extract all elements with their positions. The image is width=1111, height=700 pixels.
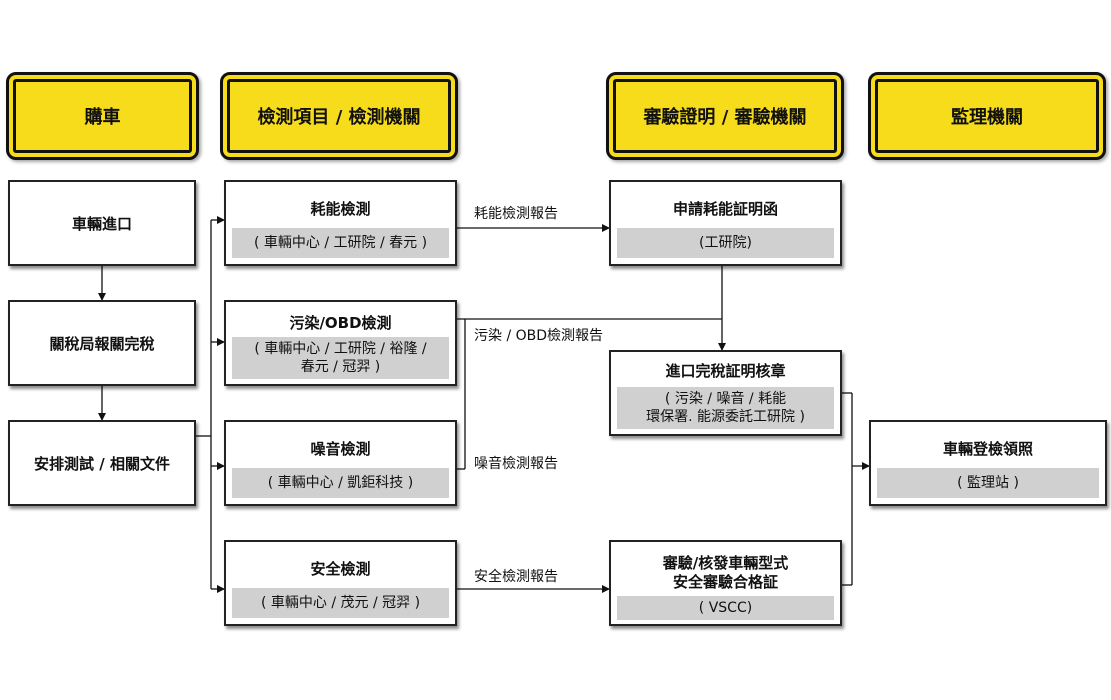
test-safety: 安全檢測 ( 車輛中心 / 茂元 / 冠羿 ) bbox=[224, 540, 457, 626]
step-vehicle-import: 車輛進口 bbox=[8, 180, 196, 266]
step-arrange-tests: 安排測試 / 相關文件 bbox=[8, 420, 196, 506]
step-customs-tax: 關稅局報關完稅 bbox=[8, 300, 196, 386]
label-pollution-report: 污染 / OBD檢測報告 bbox=[474, 328, 604, 344]
test-noise-agencies: ( 車輛中心 / 凱鉅科技 ) bbox=[232, 468, 449, 498]
test-pollution-agencies-line2: 春元 / 冠羿 ) bbox=[300, 359, 381, 375]
registration-license: 車輛登檢領照 ( 監理站 ) bbox=[869, 420, 1107, 506]
header-certification-label: 審驗證明 / 審驗機關 bbox=[613, 79, 837, 153]
cert-vscc-title-line2: 安全審驗合格証 bbox=[672, 573, 778, 591]
test-noise: 噪音檢測 ( 車輛中心 / 凱鉅科技 ) bbox=[224, 420, 457, 506]
cert-import-tax: 進口完稅証明核章 ( 污染 / 噪音 / 耗能 環保署. 能源委託工研院 ) bbox=[609, 350, 842, 436]
cert-vscc-title-line1: 審驗/核發車輛型式 bbox=[662, 554, 789, 572]
test-pollution: 污染/OBD檢測 ( 車輛中心 / 工研院 / 裕隆 / 春元 / 冠羿 ) bbox=[224, 300, 457, 386]
cert-import-tax-agency-line2: 環保署. 能源委託工研院 ) bbox=[646, 409, 805, 425]
header-registration: 監理機關 bbox=[868, 72, 1106, 160]
cert-energy-letter-agency: (工研院) bbox=[617, 228, 834, 258]
header-registration-label: 監理機關 bbox=[875, 79, 1099, 153]
test-pollution-title: 污染/OBD檢測 bbox=[289, 314, 392, 332]
test-energy: 耗能檢測 ( 車輛中心 / 工研院 / 春元 ) bbox=[224, 180, 457, 266]
cert-energy-letter-title: 申請耗能証明函 bbox=[672, 200, 778, 218]
cert-import-tax-agency: ( 污染 / 噪音 / 耗能 環保署. 能源委託工研院 ) bbox=[617, 387, 834, 429]
header-testing: 檢測項目 / 檢測機關 bbox=[220, 72, 458, 160]
cert-vscc: 審驗/核發車輛型式 安全審驗合格証 ( VSCC) bbox=[609, 540, 842, 626]
cert-energy-letter: 申請耗能証明函 (工研院) bbox=[609, 180, 842, 266]
label-safety-report: 安全檢測報告 bbox=[474, 569, 558, 585]
header-purchase: 購車 bbox=[6, 72, 199, 160]
label-noise-report: 噪音檢測報告 bbox=[474, 456, 558, 472]
registration-license-agency: ( 監理站 ) bbox=[877, 468, 1099, 498]
header-purchase-label: 購車 bbox=[13, 79, 192, 153]
header-testing-label: 檢測項目 / 檢測機關 bbox=[227, 79, 451, 153]
cert-import-tax-title: 進口完稅証明核章 bbox=[665, 362, 786, 380]
test-safety-title: 安全檢測 bbox=[310, 560, 371, 578]
test-pollution-agencies-line1: ( 車輛中心 / 工研院 / 裕隆 / bbox=[254, 341, 427, 357]
header-certification: 審驗證明 / 審驗機關 bbox=[606, 72, 844, 160]
test-pollution-agencies: ( 車輛中心 / 工研院 / 裕隆 / 春元 / 冠羿 ) bbox=[232, 337, 449, 379]
test-noise-title: 噪音檢測 bbox=[310, 440, 371, 458]
test-energy-title: 耗能檢測 bbox=[310, 200, 371, 218]
test-energy-agencies: ( 車輛中心 / 工研院 / 春元 ) bbox=[232, 228, 449, 258]
registration-license-title: 車輛登檢領照 bbox=[942, 440, 1033, 458]
cert-vscc-agency: ( VSCC) bbox=[617, 596, 834, 620]
test-safety-agencies: ( 車輛中心 / 茂元 / 冠羿 ) bbox=[232, 588, 449, 618]
cert-import-tax-agency-line1: ( 污染 / 噪音 / 耗能 bbox=[664, 391, 787, 407]
label-energy-report: 耗能檢測報告 bbox=[474, 206, 558, 222]
